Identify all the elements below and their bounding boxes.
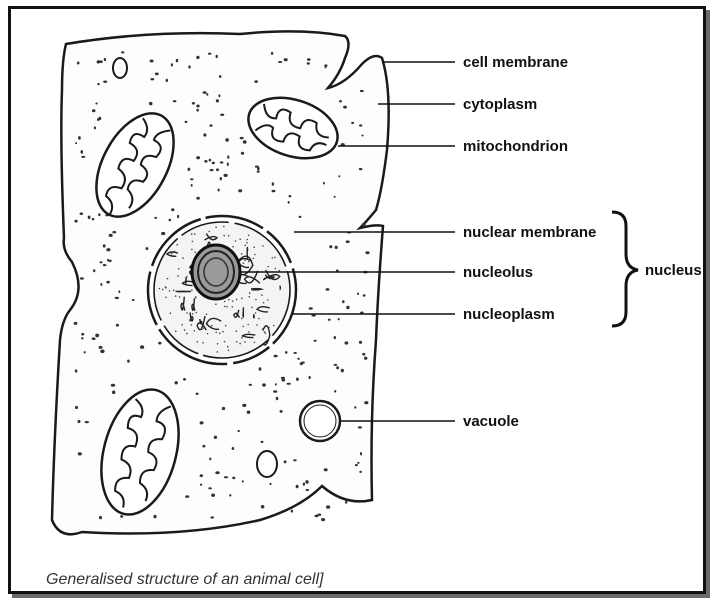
label-nucleus: nucleus xyxy=(645,262,702,279)
nucleus-brace xyxy=(612,212,638,326)
small-vacuole-bottom xyxy=(257,451,277,477)
nucleus xyxy=(148,216,296,364)
label-nucleolus: nucleolus xyxy=(463,264,533,281)
label-nucleoplasm: nucleoplasm xyxy=(463,306,555,323)
label-vacuole: vacuole xyxy=(463,413,519,430)
vacuole xyxy=(300,401,340,441)
label-cell-membrane: cell membrane xyxy=(463,54,568,71)
figure-caption: Generalised structure of an animal cell] xyxy=(46,571,323,589)
label-cytoplasm: cytoplasm xyxy=(463,96,537,113)
label-nuclear-membrane: nuclear membrane xyxy=(463,224,596,241)
label-mitochondrion: mitochondrion xyxy=(463,138,568,155)
nucleolus xyxy=(192,245,240,299)
